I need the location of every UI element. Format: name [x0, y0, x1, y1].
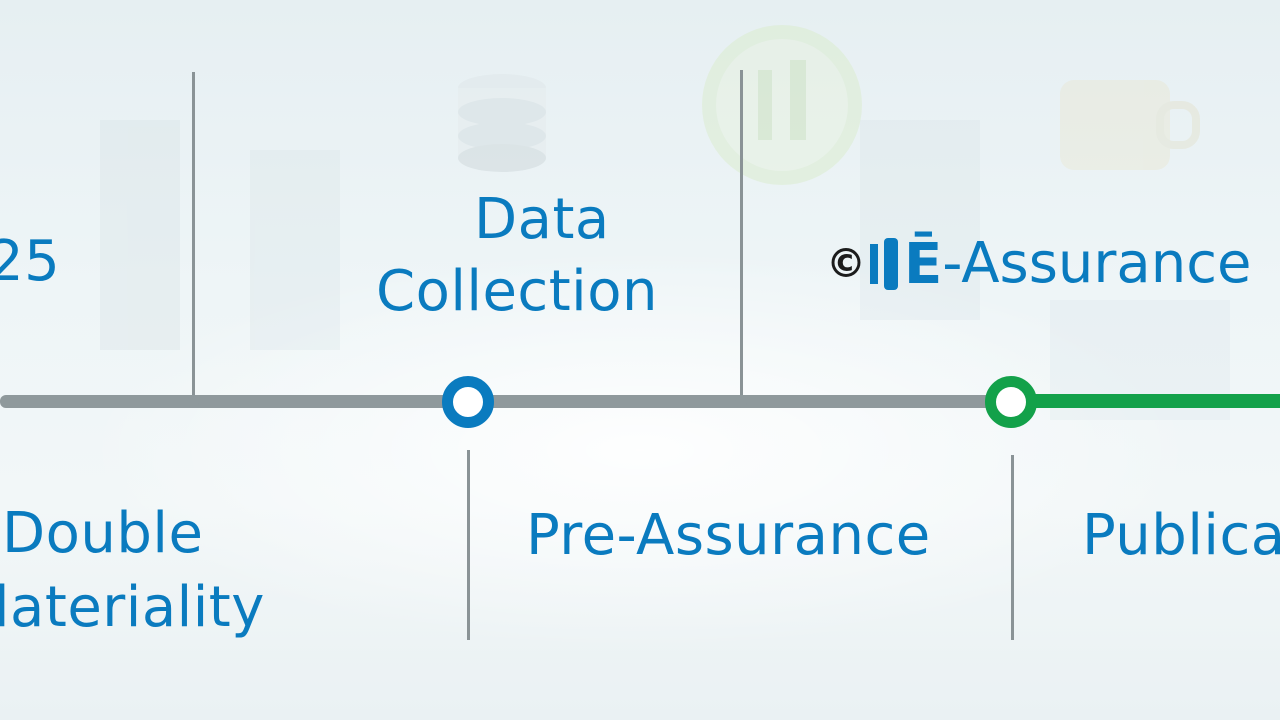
- logo-e-glyph: Ē: [904, 231, 943, 297]
- timeline-axis: [0, 395, 1000, 408]
- logo-bar-glyph: [870, 244, 878, 284]
- people-icon: [702, 25, 862, 185]
- publication-label: Publica: [1082, 503, 1280, 568]
- connector-line-pre-assurance: [740, 70, 743, 400]
- timeline-dot: [735, 396, 747, 408]
- double-materiality-label-line1: Double: [2, 501, 204, 566]
- e-assurance-label: © Ē -Assurance: [826, 228, 1251, 300]
- milestone-marker-data-collection: [442, 376, 494, 428]
- data-collection-label-line2: Collection: [376, 259, 658, 324]
- timeline-axis-active: [1020, 394, 1280, 408]
- connector-line-data-collection: [467, 450, 470, 640]
- database-icon: [458, 74, 546, 172]
- timeline-dot: [187, 396, 199, 408]
- copyright-glyph: ©: [826, 241, 866, 287]
- pre-assurance-label: Pre-Assurance: [526, 503, 931, 568]
- year-fragment-label: 25: [0, 229, 61, 294]
- milestone-marker-e-assurance: [985, 376, 1037, 428]
- e-assurance-text: -Assurance: [942, 231, 1252, 296]
- connector-line-e-assurance: [1011, 455, 1014, 640]
- double-materiality-label-line2: lateriality: [0, 575, 265, 640]
- connector-line-double-materiality: [192, 72, 195, 400]
- cup-icon: [1060, 80, 1200, 170]
- logo-bar-glyph: [884, 238, 898, 290]
- cityscape-shapes: [100, 120, 1230, 420]
- data-collection-label-line1: Data: [474, 187, 610, 252]
- e-assurance-logo: © Ē: [826, 229, 942, 299]
